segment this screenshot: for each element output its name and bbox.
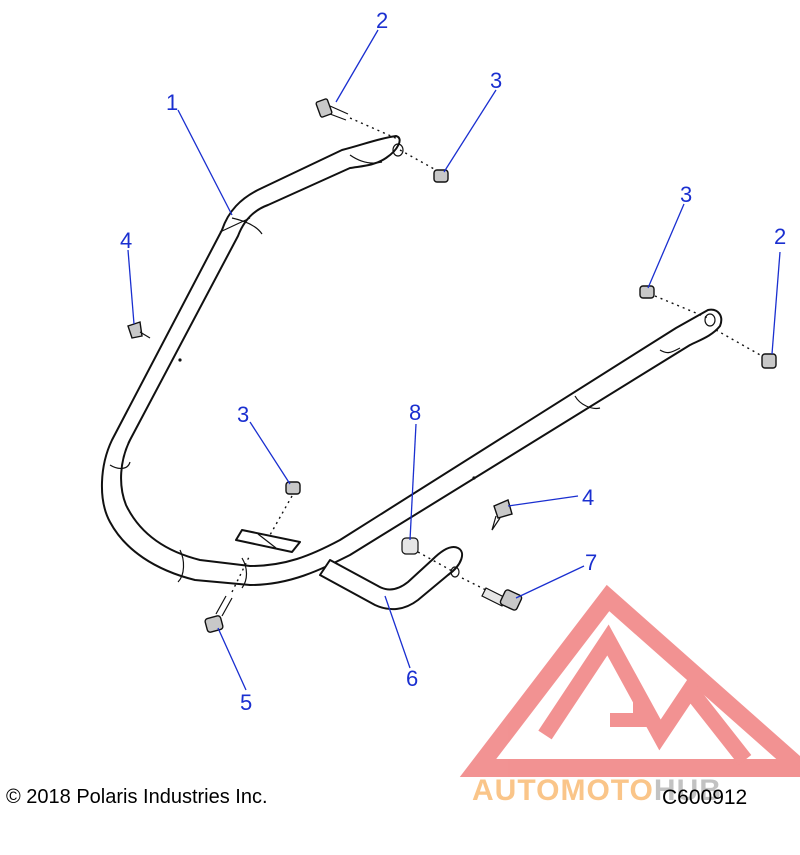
callout-2-top: 2 bbox=[376, 8, 388, 33]
bolt-bottom bbox=[204, 595, 233, 633]
callout-3-right: 3 bbox=[680, 182, 692, 207]
callout-4-right: 4 bbox=[582, 485, 594, 510]
nut-top bbox=[433, 169, 449, 183]
bolt-right bbox=[761, 353, 777, 369]
callout-7: 7 bbox=[585, 550, 597, 575]
callout-1: 1 bbox=[166, 90, 178, 115]
bumper-bar-part bbox=[101, 135, 723, 589]
copyright-notice: © 2018 Polaris Industries Inc. bbox=[6, 786, 268, 808]
callout-4-left: 4 bbox=[120, 228, 132, 253]
bolt-top-left bbox=[315, 98, 349, 121]
figure-code: C600912 bbox=[662, 786, 748, 809]
callout-2-right: 2 bbox=[774, 224, 786, 249]
nut-mid bbox=[285, 481, 301, 495]
nut-right bbox=[639, 285, 655, 299]
push-rivet-left bbox=[127, 321, 151, 339]
callout-3-top: 3 bbox=[490, 68, 502, 93]
watermark-logo bbox=[459, 584, 800, 777]
watermark-text-right: HUB bbox=[653, 774, 722, 807]
callout-3-mid: 3 bbox=[237, 402, 249, 427]
center-mount-plate bbox=[235, 529, 301, 553]
brace-part bbox=[319, 546, 464, 611]
callout-8: 8 bbox=[409, 400, 421, 425]
callout-6: 6 bbox=[406, 666, 418, 691]
nut-8 bbox=[401, 537, 419, 555]
callout-5: 5 bbox=[240, 690, 252, 715]
watermark-text-left: AUTOMOTO bbox=[472, 774, 654, 807]
watermark-text: AUTOMOTOHUB bbox=[472, 774, 722, 808]
push-rivet-right bbox=[491, 499, 513, 531]
bolt-7 bbox=[481, 587, 523, 611]
